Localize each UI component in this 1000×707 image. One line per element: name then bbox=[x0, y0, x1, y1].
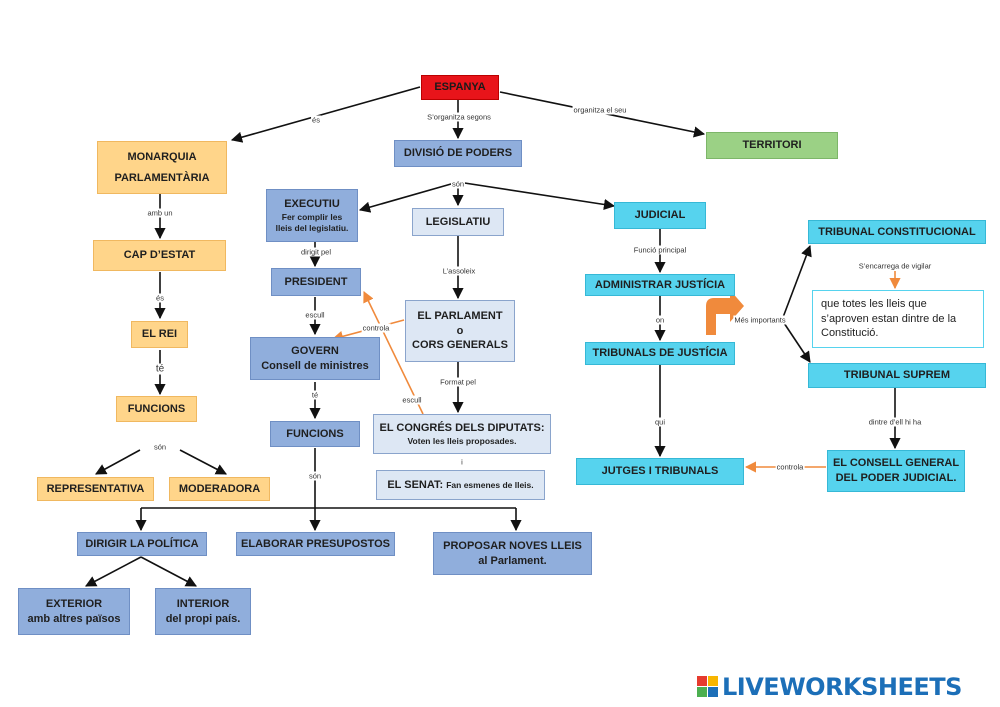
node-jutges-tribunals: JUTGES I TRIBUNALS bbox=[576, 458, 744, 485]
label-controla-1: controla bbox=[361, 323, 391, 333]
label-sencarrega: S’encarrega de vigilar bbox=[857, 261, 933, 271]
node-executiu: EXECUTIU Fer complir les lleis del legis… bbox=[266, 189, 358, 242]
node-congres: EL CONGRÉS DELS DIPUTATS: Voten les llei… bbox=[373, 414, 551, 454]
node-judicial: JUDICIAL bbox=[614, 202, 706, 229]
label-amb-un: amb un bbox=[146, 208, 174, 218]
label-qui: qui bbox=[653, 417, 667, 427]
curved-arrow-icon bbox=[706, 290, 744, 335]
liveworksheets-logo: LIVEWORKSHEETS bbox=[697, 672, 962, 702]
node-funcions-rei: FUNCIONS bbox=[116, 396, 197, 422]
node-elaborar-presupostos: ELABORAR PRESUPOSTOS bbox=[236, 532, 395, 556]
node-funcions-govern: FUNCIONS bbox=[270, 421, 360, 447]
arrow-divisio-executiu bbox=[358, 181, 459, 213]
node-president: PRESIDENT bbox=[271, 268, 361, 296]
arrow-funcions-moderadora bbox=[179, 449, 227, 475]
label-escull-1: escull bbox=[304, 310, 326, 320]
label-controla-2: controla bbox=[775, 462, 805, 472]
label-es-2: és bbox=[155, 293, 165, 303]
label-lassoleix: L’assoleix bbox=[441, 266, 477, 276]
label-son-1: són bbox=[450, 179, 466, 189]
label-son-2: són bbox=[152, 442, 168, 452]
label-on: on bbox=[654, 315, 666, 325]
node-administrar-justicia: ADMINISTRAR JUSTÍCIA bbox=[585, 274, 735, 296]
node-senat: EL SENAT: Fan esmenes de lleis. bbox=[376, 470, 545, 500]
arrow-espanya-monarquia bbox=[230, 86, 421, 143]
label-escull-2: escull bbox=[401, 395, 423, 405]
node-monarquia: MONARQUIA PARLAMENTÀRIA bbox=[97, 141, 227, 194]
arrow-funcions-representativa bbox=[95, 449, 141, 475]
label-sorganitza: S’organitza segons bbox=[426, 112, 492, 122]
node-govern: GOVERN Consell de ministres bbox=[250, 337, 380, 380]
node-dirigir-politica: DIRIGIR LA POLÍTICA bbox=[77, 532, 207, 556]
arrow-congres-escull-president bbox=[363, 290, 424, 415]
liveworksheets-logo-icon bbox=[697, 676, 719, 698]
node-el-rei: EL REI bbox=[131, 321, 188, 348]
node-interior: INTERIOR del propi país. bbox=[155, 588, 251, 635]
node-proposar-lleis: PROPOSAR NOVES LLEIS al Parlament. bbox=[433, 532, 592, 575]
label-dirigit-pel: dirigit pel bbox=[299, 247, 333, 257]
label-dintre: dintre d’ell hi ha bbox=[867, 417, 923, 427]
node-territori: TERRITORI bbox=[706, 132, 838, 159]
node-espanya: ESPANYA bbox=[421, 75, 499, 100]
arrow-divisio-judicial bbox=[457, 181, 616, 211]
node-divisio-poders: DIVISIÓ DE PODERS bbox=[394, 140, 522, 167]
arrow-dirigir-interior bbox=[140, 556, 197, 587]
arrow-dirigir-exterior bbox=[85, 556, 142, 587]
node-legislatiu: LEGISLATIU bbox=[412, 208, 504, 236]
node-representativa: REPRESENTATIVA bbox=[37, 477, 154, 501]
label-format-pel: Format pel bbox=[439, 377, 477, 387]
label-mes-importants: Més importants bbox=[733, 315, 787, 325]
node-cap-estat: CAP D’ESTAT bbox=[93, 240, 226, 271]
label-es-1: és bbox=[311, 115, 321, 125]
label-te-1: té bbox=[154, 363, 166, 375]
node-moderadora: MODERADORA bbox=[169, 477, 270, 501]
label-funcio-principal: Funció principal bbox=[632, 245, 688, 255]
label-organitza-seu: organitza el seu bbox=[572, 105, 628, 115]
node-parlament: EL PARLAMENT o CORS GENERALS bbox=[405, 300, 515, 362]
node-consell-general: EL CONSELL GENERAL DEL PODER JUDICIAL. bbox=[827, 450, 965, 492]
node-tribunals-justicia: TRIBUNALS DE JUSTÍCIA bbox=[585, 342, 735, 365]
logo-text: LIVEWORKSHEETS bbox=[722, 673, 962, 701]
label-son-3: són bbox=[307, 471, 323, 481]
node-constitucio-text: que totes les lleis que s’aproven estan … bbox=[812, 290, 984, 348]
label-te-2: té bbox=[310, 390, 320, 400]
arrow-mes-suprem bbox=[781, 319, 811, 363]
node-tribunal-constitucional: TRIBUNAL CONSTITUCIONAL bbox=[808, 220, 986, 244]
node-tribunal-suprem: TRIBUNAL SUPREM bbox=[808, 363, 986, 388]
label-i: i bbox=[460, 457, 464, 467]
arrow-mes-constitucional bbox=[781, 244, 812, 321]
node-exterior: EXTERIOR amb altres països bbox=[18, 588, 130, 635]
